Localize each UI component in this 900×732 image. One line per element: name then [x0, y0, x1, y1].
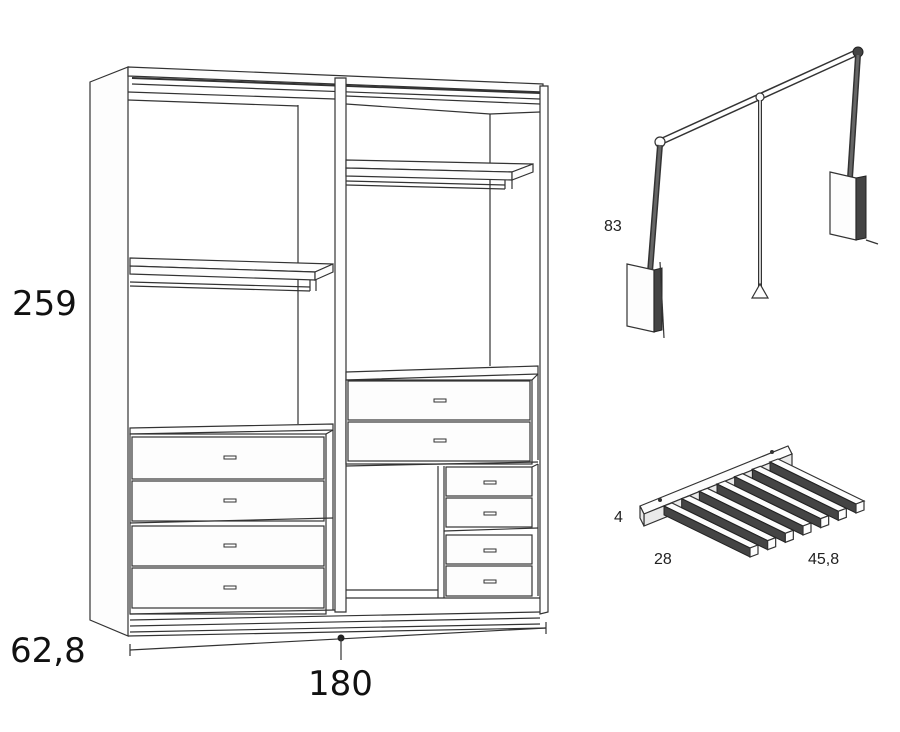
drawer-handle-icon	[483, 480, 497, 485]
trouser-rack-prongs	[662, 458, 866, 558]
rack-width-label: 28	[654, 551, 672, 568]
pull-down-clothes-rail	[626, 46, 879, 339]
wardrobe	[89, 66, 549, 660]
left-drawer-unit	[129, 423, 334, 615]
right-shelf	[345, 159, 534, 190]
depth-label: 62,8	[10, 631, 86, 671]
height-label: 259	[12, 284, 77, 324]
drawer-handle-icon	[433, 398, 447, 403]
drawer-handle-icon	[483, 548, 497, 553]
trouser-rack-prong-end	[749, 544, 759, 558]
trouser-rack-prong-end	[802, 522, 812, 536]
drawer-handle-icon	[223, 498, 237, 503]
drawer-handle-icon	[483, 511, 497, 516]
right-bottom-drawer-unit	[346, 463, 540, 599]
width-dimension-line	[129, 622, 547, 660]
drawer-handle-icon	[433, 438, 447, 443]
drawer-handle-icon	[223, 585, 237, 590]
trouser-rack-prong-end	[820, 514, 830, 529]
rail-height-label: 83	[604, 218, 622, 235]
trouser-rack-prong-end	[784, 529, 794, 544]
wardrobe-center-divider	[334, 77, 347, 613]
drawer-handle-icon	[223, 455, 237, 460]
rack-depth-label: 45,8	[808, 551, 839, 568]
trouser-rack-prong-end	[855, 500, 865, 514]
left-shelf	[129, 257, 334, 292]
wardrobe-left-side-panel	[89, 66, 129, 637]
right-top-drawer-unit	[345, 365, 539, 467]
trouser-rack-prong-end	[767, 536, 777, 551]
trouser-rack-prong-end	[837, 507, 847, 522]
trouser-rack	[639, 445, 866, 558]
width-label: 180	[308, 664, 373, 704]
rack-height-label: 4	[614, 509, 623, 526]
wardrobe-right-side-panel	[539, 85, 549, 615]
drawer-handle-icon	[483, 579, 497, 584]
wardrobe-plinth	[127, 609, 547, 637]
drawer-handle-icon	[223, 543, 237, 548]
